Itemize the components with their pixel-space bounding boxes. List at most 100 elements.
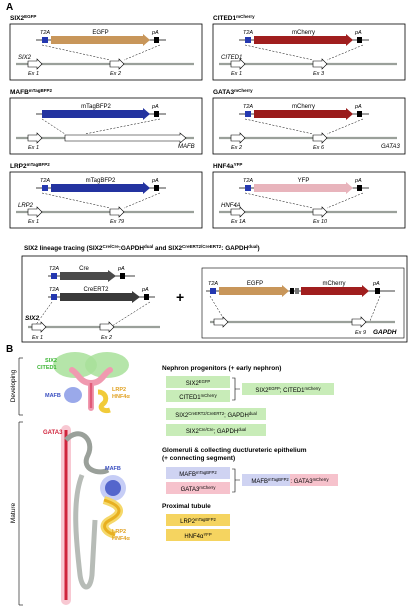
- exon-arrow-left: [27, 132, 43, 144]
- loop-of-henle: [73, 474, 98, 590]
- dual-egfp-label: EGFP: [247, 281, 263, 287]
- gl-combo-text: MAFBmTagBFP2 : GATA3mCherry: [251, 477, 329, 486]
- homology-dash-left: [41, 192, 111, 209]
- six2-dash-left: [34, 301, 53, 327]
- lineage-tracing-box: SIX2 lineage tracing (SIX2Cre/Cre:GAPDHd…: [21, 244, 408, 343]
- construct-title: MAFBmTagBFP2: [10, 88, 52, 97]
- pt-heading: Proximal tubule: [162, 503, 211, 510]
- pa-block: [357, 37, 362, 43]
- creert2-t2a-label: T2A: [49, 287, 59, 293]
- nephron-progenitors-section: Nephron progenitors (+ early nephron) SI…: [162, 365, 334, 436]
- reporter-arrow: [42, 108, 150, 120]
- homology-dash-right: [326, 44, 364, 61]
- pa-label: pA: [151, 178, 159, 184]
- exon-label-right: Ex 2: [110, 71, 121, 77]
- np-six2-box: [166, 376, 230, 388]
- connecting-tubule: [64, 431, 110, 475]
- np-creert2-text: SIX2CreERT2/CreERT2; GAPDHdual: [175, 411, 257, 420]
- np-six2-text: SIX2EGFP: [186, 379, 211, 388]
- exon-arrow-left: [230, 132, 246, 144]
- creert2-t2a-block: [51, 294, 57, 300]
- homology-dash-left: [244, 118, 314, 135]
- gene-label: CITED1: [221, 55, 242, 61]
- construct-title: CITED1mCherry: [213, 14, 255, 23]
- cre-t2a-block: [51, 273, 57, 279]
- homology-dash-left: [244, 192, 314, 209]
- reporter-label: EGFP: [92, 30, 108, 36]
- construct-frame: [212, 97, 406, 155]
- t2a-label: T2A: [40, 178, 50, 184]
- proximal-tubule-section: Proximal tubule LRP2mTagBFP2 HNF4αYFP: [162, 503, 230, 541]
- pa-block: [357, 111, 362, 117]
- kidney-label-mafb-bottom: MAFB: [105, 466, 121, 472]
- dual-pa-label: pA: [372, 281, 380, 287]
- dual-mcherry-arrow: [301, 285, 369, 297]
- homology-dash-right: [326, 118, 364, 135]
- six2-gene-label: SIX2: [25, 315, 39, 322]
- exon-arrow-left: [230, 206, 246, 218]
- pa-label: pA: [354, 104, 362, 110]
- s-shaped-body: [97, 389, 111, 413]
- kidney-label-gata3: GATA3: [43, 430, 63, 436]
- gl-bracket: [232, 468, 240, 493]
- exon-arrow-right: [109, 58, 125, 70]
- exon-label-left: Ex 2: [231, 145, 242, 151]
- reporter-arrow: [254, 34, 353, 46]
- dual-stop-block: [290, 288, 294, 294]
- pa-block: [154, 111, 159, 117]
- six2-ex2-arrow: [99, 321, 115, 333]
- pt-lrp2-text: LRP2mTagBFP2: [180, 517, 216, 526]
- exon-label-right: Ex 10: [313, 219, 328, 225]
- gene-label: MAFB: [178, 144, 195, 150]
- cre-t2a-label: T2A: [49, 266, 59, 272]
- np-cited1-box: [166, 390, 230, 402]
- cap-mesenchyme-left: [53, 352, 97, 378]
- reporter-arrow: [51, 34, 150, 46]
- pa-block: [357, 185, 362, 191]
- cre-arrow: [60, 270, 116, 282]
- creert2-arrow: [60, 291, 140, 303]
- exon-label-right: Ex 6: [313, 145, 325, 151]
- cre-pa-block: [120, 273, 125, 279]
- six2-ex1-arrow: [31, 321, 47, 333]
- gl-combo-box-left: [242, 474, 290, 486]
- panel-a-letter: A: [6, 2, 13, 13]
- construct-frame: [9, 23, 203, 81]
- gene-label: GATA3: [381, 144, 400, 150]
- exon-label-left: Ex 1: [28, 145, 39, 151]
- exon-label-left: Ex 1: [28, 219, 39, 225]
- np-cre-text: SIX2Cre/Cre; GAPDHdual: [186, 427, 246, 436]
- homology-dash-right: [326, 192, 364, 209]
- dual-pa-block: [375, 288, 380, 294]
- t2a-label: T2A: [243, 178, 253, 184]
- plus-sign: +: [176, 289, 184, 305]
- kidney-label-hnf4a-bottom: HNF4α: [112, 536, 130, 542]
- pa-label: pA: [151, 30, 159, 36]
- reporter-label: mTagBFP2: [81, 104, 111, 110]
- kidney-label-cited1: CITED1: [37, 365, 57, 371]
- kidney-label-mafb-top: MAFB: [45, 393, 61, 399]
- gl-gata3-box: [166, 482, 230, 494]
- developing-label: Developing: [10, 369, 17, 402]
- dual-t2a-block: [210, 288, 216, 294]
- np-bracket: [232, 377, 240, 401]
- gene-label: HNF4A: [221, 203, 241, 209]
- construct-title: LRP2mTagBFP2: [10, 162, 50, 171]
- exon-arrow-right: [312, 58, 328, 70]
- construct-title: SIX2EGFP: [10, 14, 36, 23]
- creert2-pa-label: pA: [141, 287, 149, 293]
- gapdh-dash-left: [209, 295, 226, 322]
- exon-arrow-right: [312, 206, 328, 218]
- t2a-block: [245, 185, 251, 191]
- np-cited1-text: CITED1mCherry: [179, 393, 217, 402]
- gl-combo-box-right: [290, 474, 338, 486]
- lineage-title: SIX2 lineage tracing (SIX2Cre/Cre:GAPDHd…: [24, 244, 260, 253]
- dual-egfp-arrow: [219, 285, 289, 297]
- cap-mesenchyme-right: [85, 352, 129, 378]
- np-combo-box: [242, 383, 334, 395]
- np-creert2-box: [166, 408, 266, 420]
